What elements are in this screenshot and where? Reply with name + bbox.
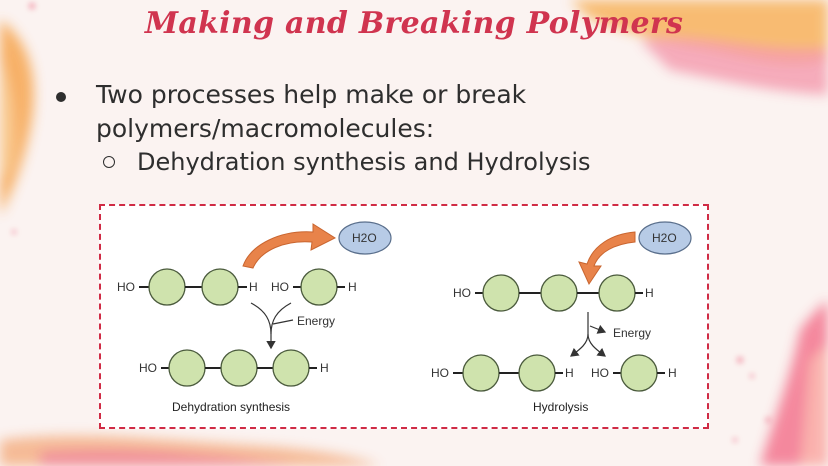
water-label: H2O <box>652 231 677 245</box>
water-bubble <box>638 221 692 255</box>
bullet-icon <box>56 92 66 102</box>
water-release-arrow <box>242 223 337 269</box>
ho-label: HO <box>453 286 471 300</box>
monomer-circle <box>598 274 636 312</box>
water-bubble <box>338 221 392 255</box>
sub-bullet-text: Dehydration synthesis and Hydrolysis <box>137 148 591 176</box>
monomer-circle <box>462 354 500 392</box>
polymer-reactions-figure: HO H HO H H2O <box>99 204 709 429</box>
water-label: H2O <box>352 231 377 245</box>
hollow-bullet-icon <box>103 156 115 168</box>
energy-label: Energy <box>297 314 335 328</box>
h-label: H <box>249 280 258 294</box>
slide-title: Making and Breaking Polymers <box>144 6 684 41</box>
monomer-circle <box>620 354 658 392</box>
monomer-circle <box>148 268 186 306</box>
h-label: H <box>320 361 329 375</box>
ho-label: HO <box>431 366 449 380</box>
energy-label: Energy <box>613 326 651 340</box>
dehydration-caption: Dehydration synthesis <box>172 400 290 414</box>
h-label: H <box>645 286 654 300</box>
h-label: H <box>348 280 357 294</box>
bullet-text: Two processes help make or break polymer… <box>96 80 527 143</box>
ho-label: HO <box>139 361 157 375</box>
monomer-circle <box>482 274 520 312</box>
ho-label: HO <box>271 280 289 294</box>
monomer-circle <box>201 268 239 306</box>
monomer-circle <box>220 349 258 387</box>
water-insert-arrow <box>578 231 636 286</box>
hydrolysis-caption: Hydrolysis <box>533 400 588 414</box>
reaction-diagram: HO H HO H H2O <box>117 221 692 414</box>
h-label: H <box>565 366 574 380</box>
ho-label: HO <box>591 366 609 380</box>
dehydration-diagram: HO H HO H H2O <box>117 221 392 414</box>
monomer-circle <box>518 354 556 392</box>
h-label: H <box>668 366 677 380</box>
monomer-circle <box>540 274 578 312</box>
ho-label: HO <box>117 280 135 294</box>
monomer-circle <box>272 349 310 387</box>
monomer-circle <box>168 349 206 387</box>
hydrolysis-diagram: HO H H2O Energy HO <box>431 221 692 414</box>
monomer-circle <box>300 268 338 306</box>
